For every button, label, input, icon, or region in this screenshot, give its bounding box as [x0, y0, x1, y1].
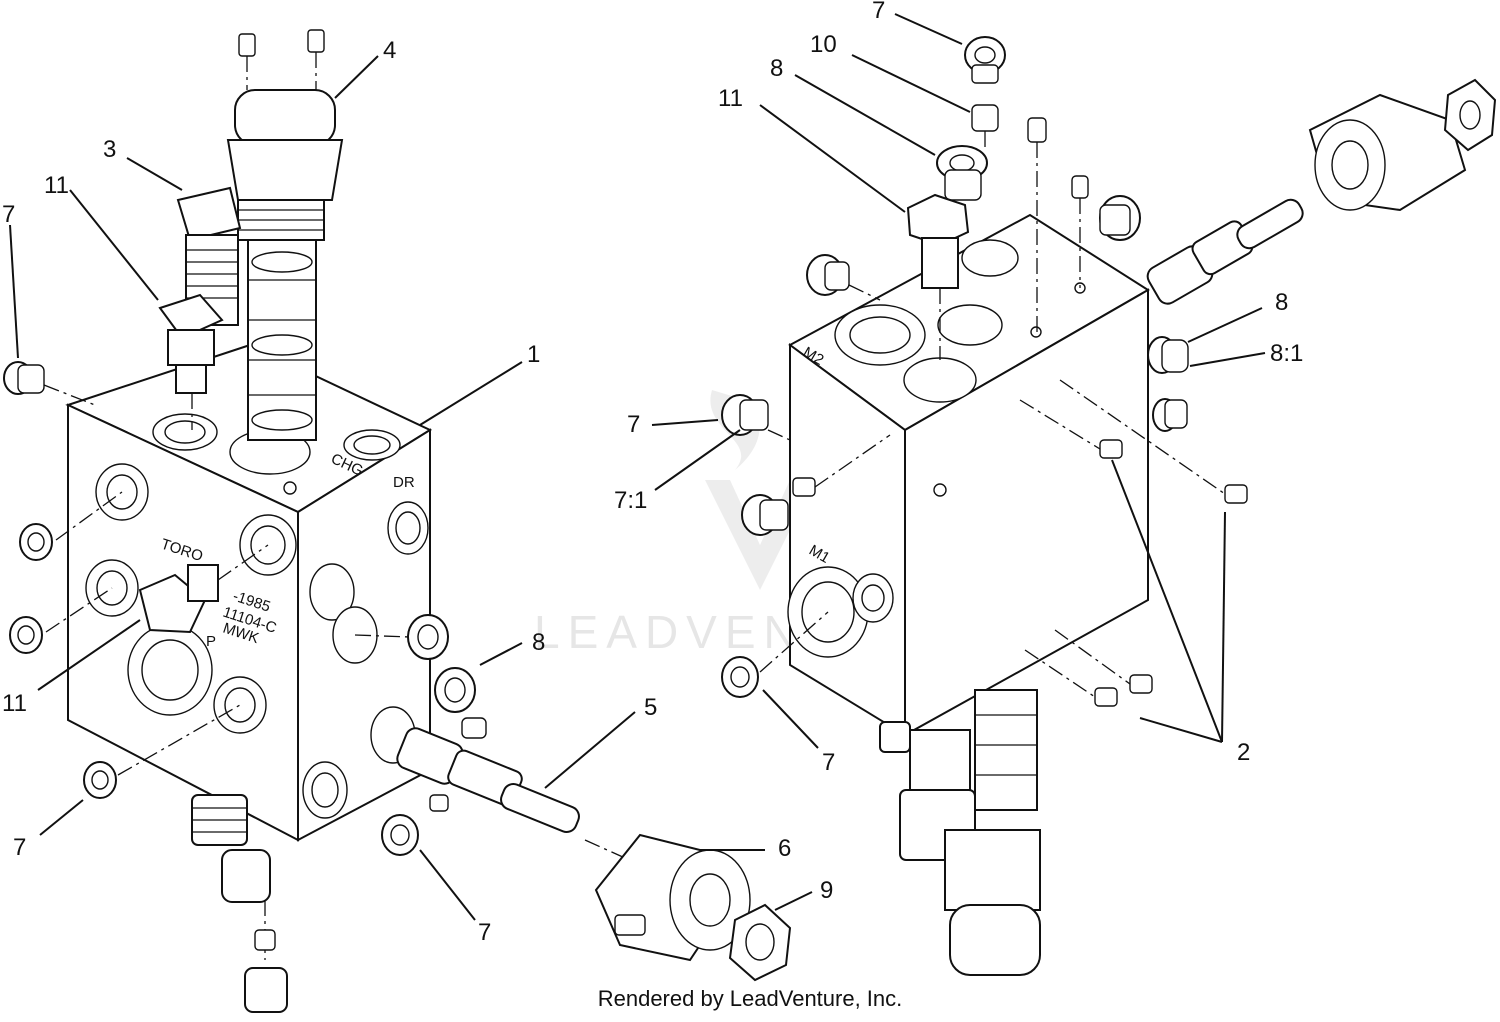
- left-valve-assembly: CHG DR P TORO -1985 11104-C MWK: [3, 29, 792, 1013]
- callout-7-lower-right-block: 7: [822, 749, 835, 776]
- callout-7-right-block: 7: [627, 411, 640, 438]
- callout-8-right: 8: [1275, 289, 1288, 316]
- seal-10: [971, 104, 999, 150]
- bottom-fittings: [191, 794, 288, 1013]
- plug-7-left-right-block: [721, 394, 791, 441]
- plug-left-mid-2: [9, 587, 113, 654]
- plug-11-top: [158, 293, 224, 430]
- plug-8-top-right: [936, 145, 988, 201]
- plug-8-right: [354, 614, 487, 739]
- plug-7-lower-right: [381, 794, 449, 856]
- callout-labels: 4 3 11 7 1 8 11 5 7 7 6 9 7 10 8 11 8 8:…: [2, 0, 1303, 946]
- solenoid-valve-stem-5: [396, 727, 626, 859]
- plug-8-right-side: [1147, 336, 1189, 432]
- callout-3: 3: [103, 136, 116, 163]
- callout-10: 10: [810, 31, 837, 58]
- footer-credit: Rendered by LeadVenture, Inc.: [597, 986, 903, 1011]
- plug-left-mid-1: [19, 491, 123, 561]
- p-marking: P: [206, 633, 216, 650]
- callout-2: 2: [1237, 739, 1250, 766]
- plug-11-front: [138, 544, 269, 634]
- callout-7-1: 7:1: [614, 487, 647, 514]
- solenoid-right: [1146, 78, 1497, 305]
- callout-11-top: 11: [44, 172, 69, 199]
- callout-8-left: 8: [532, 629, 545, 656]
- right-manifold-block: M2 M1: [787, 213, 1150, 737]
- callout-9: 9: [820, 877, 833, 904]
- callout-8-top-right: 8: [770, 55, 783, 82]
- plug-7-left-top: [3, 361, 96, 406]
- plug-top-right-2: [1099, 195, 1141, 241]
- plug-11-top-right: [906, 193, 970, 360]
- callout-5: 5: [644, 694, 657, 721]
- cartridge-valve-4: [226, 89, 344, 441]
- pins-2: [1019, 379, 1248, 707]
- pins-top-right: [1027, 117, 1089, 332]
- callout-7-left-top: 7: [2, 201, 15, 228]
- callout-1: 1: [527, 341, 540, 368]
- callout-7-left-bottom: 7: [13, 834, 26, 861]
- plug-7-1: [741, 434, 891, 536]
- callout-4: 4: [383, 37, 396, 64]
- callout-6: 6: [778, 835, 791, 862]
- bottom-cartridges-right: [879, 689, 1041, 976]
- plug-7-top-right: [964, 36, 1006, 84]
- right-valve-assembly: M2 M1: [721, 36, 1497, 976]
- callout-7-top-right: 7: [872, 0, 885, 24]
- leader-lines: [9, 13, 1266, 921]
- callout-8-1: 8:1: [1270, 340, 1303, 367]
- solenoid-coil-6: [594, 833, 751, 962]
- pins-top: [238, 29, 325, 90]
- plug-7-left-bottom: [83, 704, 241, 799]
- callout-11-top-right: 11: [718, 85, 743, 112]
- plug-top-left-right-block: [806, 254, 881, 301]
- plug-7-lower-left-right-block: [721, 611, 829, 698]
- dr-marking: DR: [393, 474, 415, 491]
- callout-7-lower-middle: 7: [478, 919, 491, 946]
- callout-11-front: 11: [2, 690, 27, 717]
- nut-9: [728, 903, 792, 982]
